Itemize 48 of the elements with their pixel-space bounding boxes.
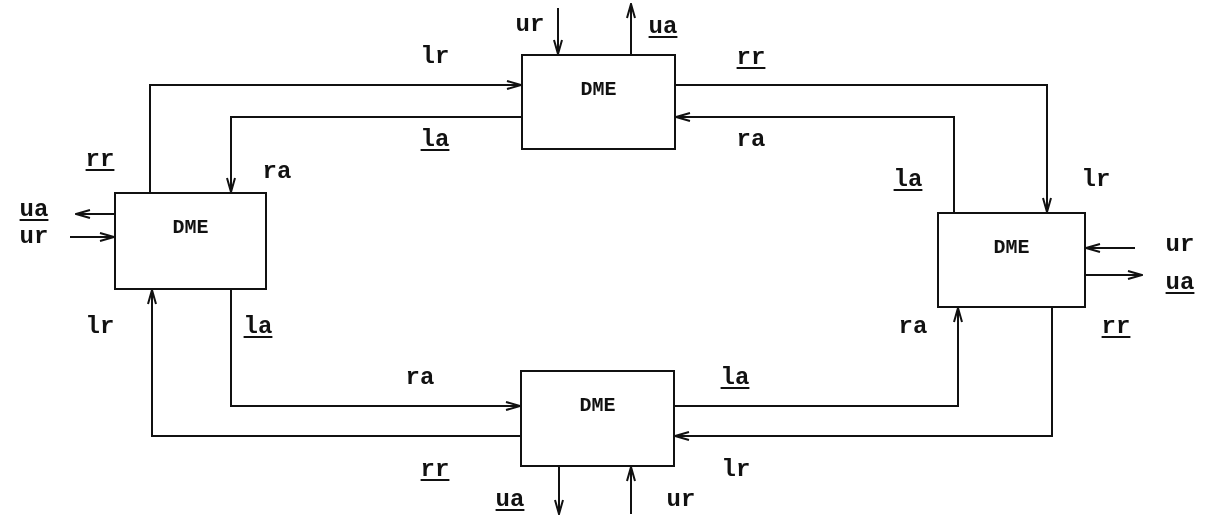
signal-label: ra xyxy=(898,315,928,339)
arrow xyxy=(149,80,522,193)
signal-label: ur xyxy=(515,13,545,37)
signal-label: lr xyxy=(721,458,751,482)
box-label: DME xyxy=(580,78,617,101)
arrow xyxy=(626,466,636,515)
arrow xyxy=(674,307,1053,441)
signal-label: rr xyxy=(736,46,766,70)
box-label: DME xyxy=(993,236,1030,259)
signal-label: la xyxy=(243,315,273,339)
arrow xyxy=(226,116,522,193)
signal-label: la xyxy=(420,128,450,152)
signal-label: ra xyxy=(736,128,766,152)
arrow xyxy=(674,307,963,407)
signal-label: ra xyxy=(405,366,435,390)
arrow xyxy=(675,84,1052,213)
process-box xyxy=(520,370,675,467)
arrow xyxy=(1085,270,1143,280)
signal-label: rr xyxy=(420,458,450,482)
signal-label: ur xyxy=(19,225,49,249)
signal-label: ua xyxy=(495,488,525,512)
signal-label: la xyxy=(893,168,923,192)
process-box xyxy=(937,212,1086,308)
signal-label: ua xyxy=(648,15,678,39)
signal-label: ua xyxy=(1165,271,1195,295)
arrow xyxy=(75,209,115,219)
box-label: DME xyxy=(172,216,209,239)
arrow xyxy=(147,289,521,437)
signal-label: lr xyxy=(420,45,450,69)
signal-label: lr xyxy=(1081,168,1111,192)
signal-label: ur xyxy=(666,488,696,512)
signal-label: ur xyxy=(1165,233,1195,257)
signal-label: rr xyxy=(1101,315,1131,339)
signal-label: rr xyxy=(85,148,115,172)
process-box xyxy=(521,54,676,150)
process-box xyxy=(114,192,267,290)
arrow xyxy=(69,232,115,242)
box-label: DME xyxy=(579,394,616,417)
arrow xyxy=(554,466,564,515)
arrow xyxy=(626,3,636,55)
signal-label: la xyxy=(720,366,750,390)
arrow xyxy=(675,112,955,213)
signal-label: ua xyxy=(19,198,49,222)
arrow xyxy=(553,7,563,55)
signal-label: lr xyxy=(85,315,115,339)
arrow xyxy=(1085,243,1136,253)
arrow xyxy=(230,289,521,411)
signal-label: ra xyxy=(262,160,292,184)
